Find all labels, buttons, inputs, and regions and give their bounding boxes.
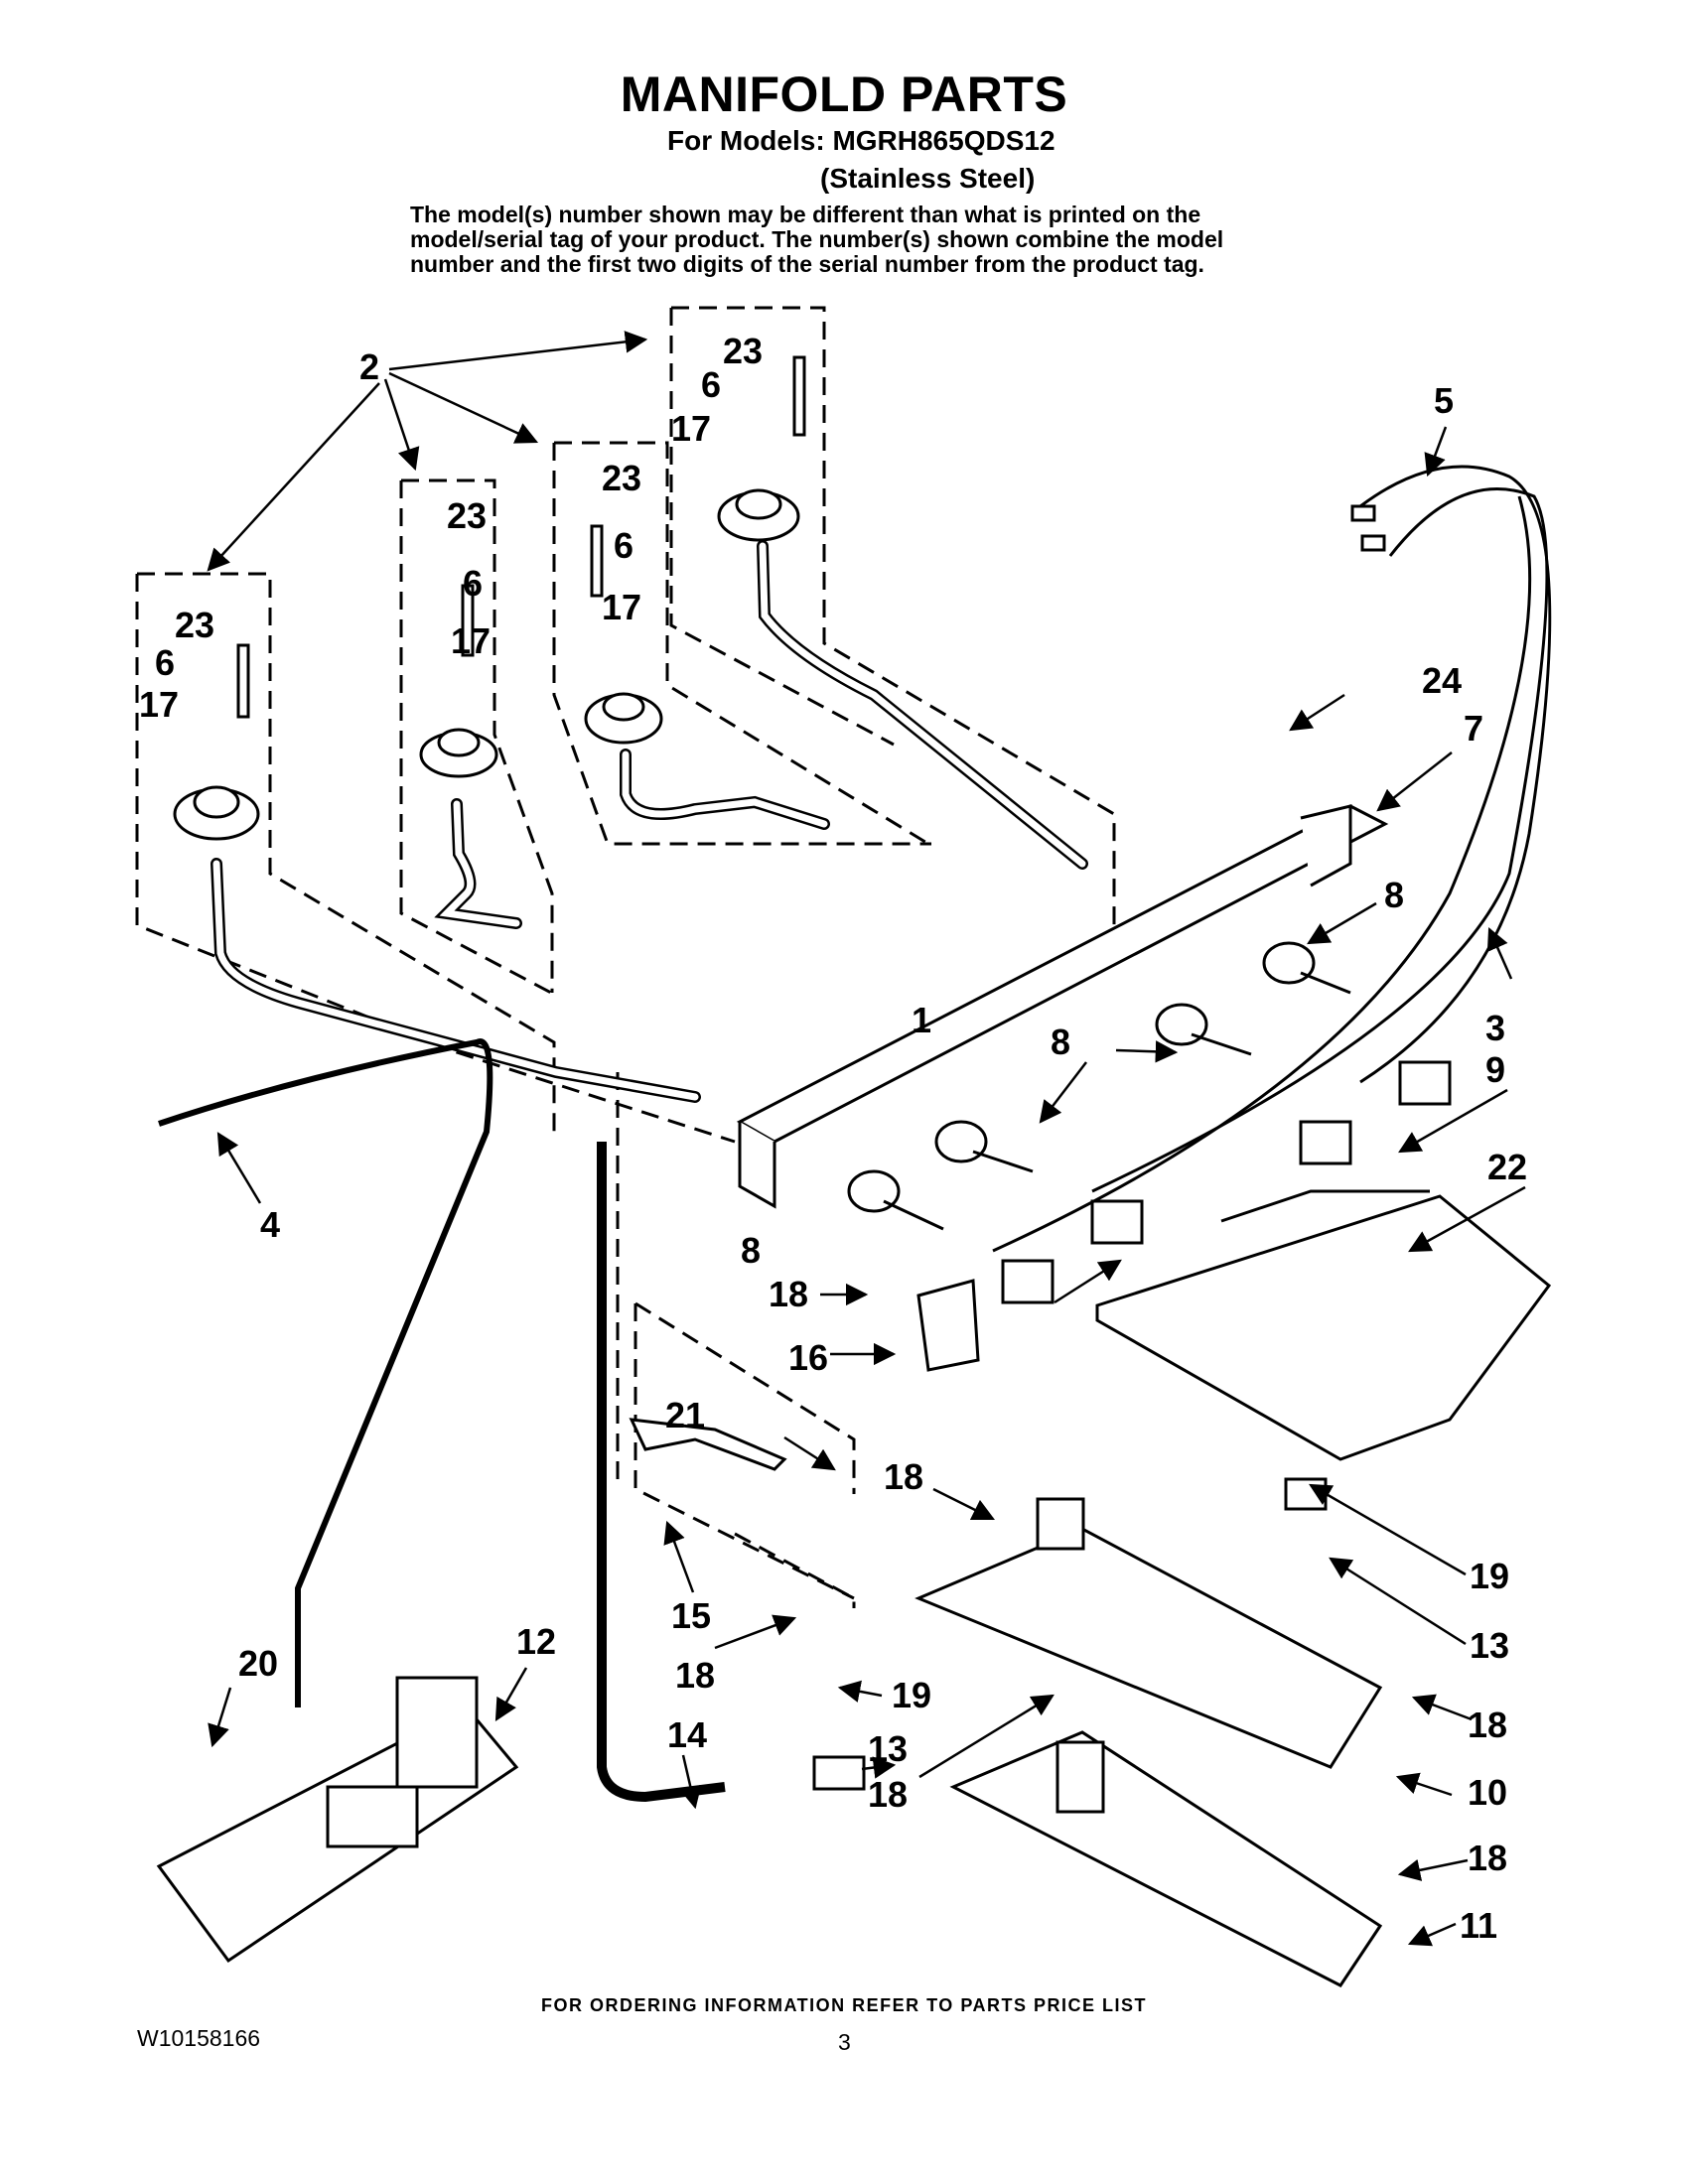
model-line: For Models: MGRH865QDS12 <box>667 125 1055 156</box>
range-valves <box>847 941 1452 1304</box>
callout: 17 <box>139 684 179 725</box>
callout: 13 <box>1470 1625 1509 1666</box>
callout: 1 <box>912 1000 931 1040</box>
burner-group-outlines <box>135 306 1116 1608</box>
callout: 18 <box>769 1274 808 1314</box>
callout-labels: 2 23 6 17 23 6 17 23 6 17 23 6 17 5 24 7… <box>139 331 1527 1946</box>
callout: 4 <box>260 1204 280 1245</box>
broil-burner <box>914 1497 1383 1769</box>
callout: 6 <box>614 525 633 566</box>
page-title: MANIFOLD PARTS <box>620 67 1068 122</box>
callout: 23 <box>175 605 214 645</box>
page-number: 3 <box>838 2029 851 2055</box>
callout: 18 <box>1468 1705 1507 1745</box>
callout: 24 <box>1422 660 1462 701</box>
callout: 2 <box>359 346 379 387</box>
bake-burner <box>949 1730 1383 1987</box>
callout: 17 <box>451 620 491 661</box>
callout: 8 <box>1384 875 1404 915</box>
callout: 14 <box>667 1714 707 1755</box>
oven-sensor-tube <box>158 1038 493 1707</box>
callout: 8 <box>741 1230 761 1271</box>
callout: 19 <box>1470 1556 1509 1596</box>
callout: 18 <box>675 1655 715 1696</box>
callout: 18 <box>1468 1838 1507 1878</box>
callout: 8 <box>1051 1022 1070 1062</box>
callout: 18 <box>868 1774 908 1815</box>
callout: 3 <box>1485 1008 1505 1048</box>
callout: 13 <box>868 1728 908 1769</box>
model-note: The model(s) number shown may be differe… <box>410 202 1224 277</box>
harness-connector-a <box>1350 504 1376 522</box>
callout: 9 <box>1485 1049 1505 1090</box>
callout: 17 <box>671 408 711 449</box>
callout: 6 <box>701 364 721 405</box>
callout: 18 <box>884 1456 923 1497</box>
callout: 23 <box>723 331 763 371</box>
ordering-footer: FOR ORDERING INFORMATION REFER TO PARTS … <box>540 1995 1147 2015</box>
oven-supply-tube <box>597 1142 726 1803</box>
callout: 6 <box>155 642 175 683</box>
callout: 17 <box>602 587 641 627</box>
callout: 23 <box>602 458 641 498</box>
document-number: W10158166 <box>137 2025 261 2051</box>
harness-connector-b <box>1360 534 1386 552</box>
callout: 5 <box>1434 380 1454 421</box>
callout: 11 <box>1460 1905 1497 1946</box>
callout: 6 <box>463 563 483 604</box>
leader-arrows <box>207 331 1526 1947</box>
callout: 19 <box>892 1675 931 1715</box>
safety-valve-assembly <box>156 1676 519 1964</box>
wire-harness <box>992 465 1552 1253</box>
callout: 20 <box>238 1643 278 1684</box>
callout: 22 <box>1487 1147 1527 1187</box>
burner-shield-plate <box>1095 1189 1552 1461</box>
surface-burner-valves <box>173 355 806 841</box>
burner-gas-tubes-inner <box>212 542 1086 1101</box>
callout: 16 <box>788 1337 828 1378</box>
manifold-bar <box>736 804 1389 1209</box>
finish-line: (Stainless Steel) <box>820 163 1036 194</box>
callout: 15 <box>671 1595 711 1636</box>
callout: 12 <box>516 1621 556 1662</box>
callout: 23 <box>447 495 487 536</box>
callout: 7 <box>1464 708 1483 749</box>
callout: 10 <box>1468 1772 1507 1813</box>
callout: 21 <box>665 1395 705 1435</box>
